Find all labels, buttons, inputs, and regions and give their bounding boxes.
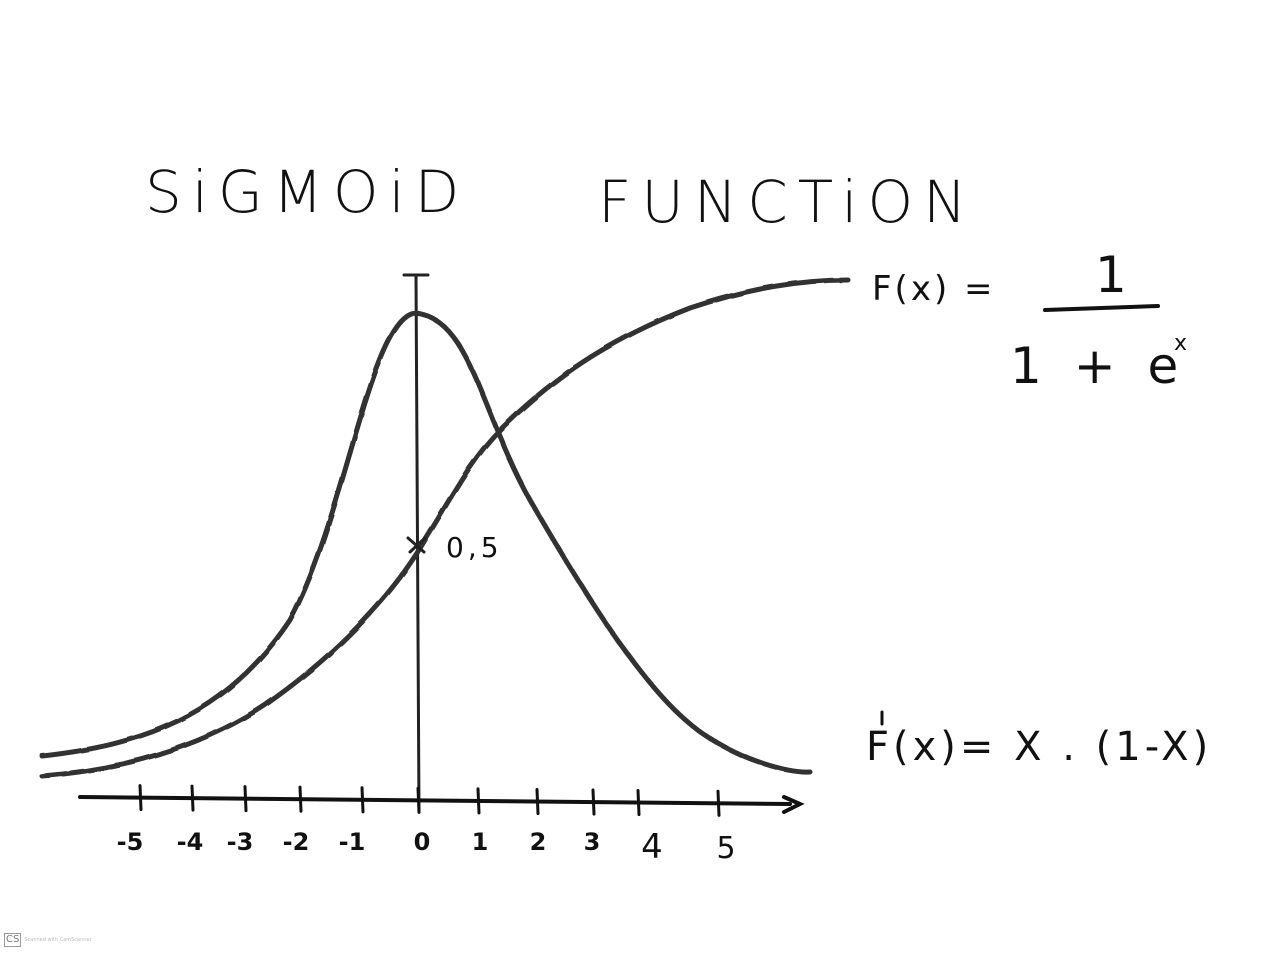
diagram-title: SiGMOiD FUNCTiON (145, 158, 977, 236)
x-tick (591, 788, 596, 816)
title-word-2: FUNCTiON (598, 168, 977, 236)
x-tick (636, 789, 641, 817)
x-tick (476, 787, 481, 815)
x-tick-label: 1 (472, 828, 489, 856)
sigmoid-formula: F(x) = 1 1 + e x (872, 246, 1187, 395)
x-tick (360, 786, 365, 814)
x-tick-label: 5 (716, 831, 735, 866)
sigmoid-formula-numerator: 1 (1095, 246, 1127, 304)
x-tick (138, 784, 143, 812)
x-axis (78, 795, 805, 814)
derivative-formula: F(x)= X . (1-X) (866, 710, 1212, 770)
sigmoid-formula-lhs: F(x) = (872, 269, 996, 309)
exponent-x: x (1174, 331, 1187, 356)
fraction-bar (1043, 304, 1160, 312)
x-tick-label: -4 (177, 828, 204, 856)
x-tick (243, 785, 248, 813)
x-tick-label: 3 (584, 828, 601, 856)
scanner-stamp: CS Scanned with CamScanner (4, 933, 92, 947)
x-tick-label: 2 (530, 828, 547, 856)
x-tick (535, 788, 540, 816)
x-tick-label: -1 (339, 828, 366, 856)
derivative-formula-text: F(x)= X . (1-X) (866, 724, 1212, 770)
x-tick (716, 789, 721, 817)
sigmoid-formula-denominator: 1 + e (1010, 337, 1186, 395)
derivative-curve (39, 310, 813, 775)
scanner-logo: CS (4, 933, 22, 947)
x-tick-label: 4 (641, 827, 663, 867)
x-tick (416, 786, 421, 814)
x-tick-label: -5 (117, 828, 144, 856)
x-axis-arrow-head (782, 795, 805, 814)
x-axis-tick-labels: -5 -4 -3 -2 -1 0 1 2 3 4 5 (117, 827, 736, 867)
x-tick (190, 784, 195, 812)
title-word-1: SiGMOiD (145, 158, 469, 226)
x-tick-label: -3 (227, 828, 254, 856)
scanner-text: Scanned with CamScanner (24, 937, 92, 943)
x-tick-label: -2 (283, 828, 310, 856)
x-axis-line (78, 795, 792, 806)
sigmoid-curve (39, 277, 851, 779)
midpoint-label: 0,5 (446, 531, 503, 564)
x-tick-label: 0 (414, 828, 431, 856)
x-tick (298, 785, 303, 813)
midpoint-marker (406, 536, 427, 554)
x-axis-ticks (138, 784, 721, 817)
